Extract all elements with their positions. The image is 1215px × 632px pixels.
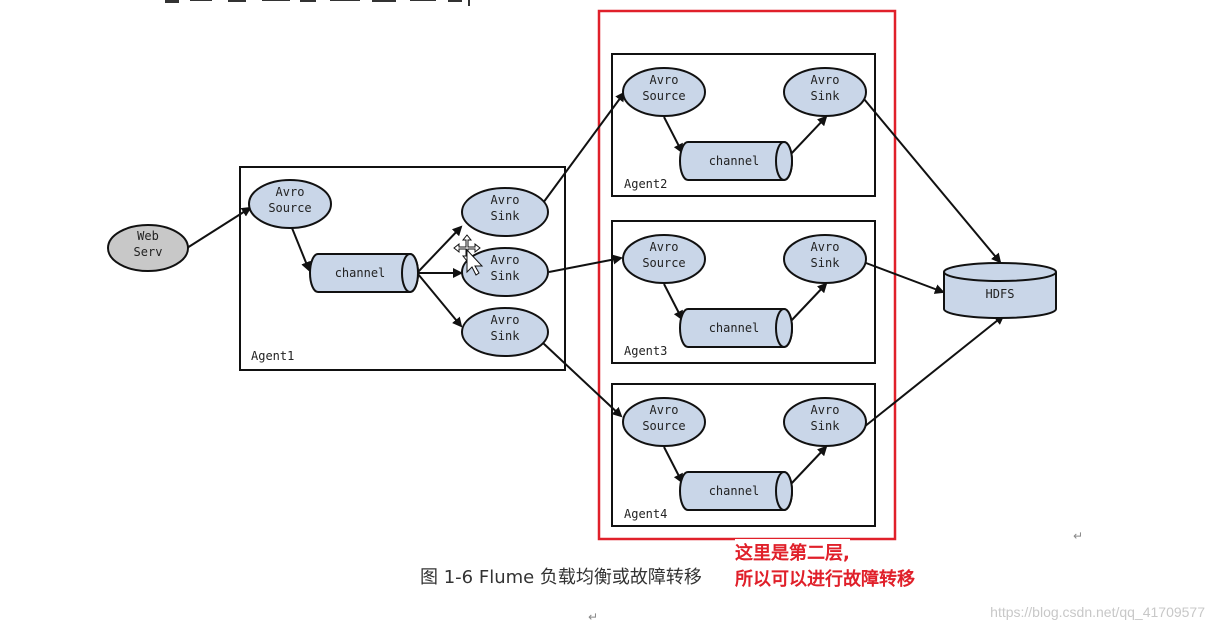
clipped-heading-fragment [165, 0, 470, 6]
paragraph-mark-bottom: ↵ [588, 610, 598, 624]
watermark: https://blog.csdn.net/qq_41709577 [990, 604, 1205, 620]
hdfs-node: HDFS [943, 262, 1057, 319]
annotation-line-1: 这里是第二层, [735, 539, 850, 565]
agent3-channel-node: channel [679, 308, 793, 348]
agent1-channel-node: channel [309, 253, 419, 293]
hdfs-label: HDFS [986, 287, 1015, 301]
paragraph-mark-right: ↵ [1073, 529, 1083, 543]
agent1-channel-label: channel [335, 266, 386, 280]
agent3-box [611, 220, 876, 364]
agent4-channel-label: channel [709, 484, 760, 498]
agent2-channel-node: channel [679, 141, 793, 181]
agent2-label: Agent2 [624, 177, 667, 191]
agent2-box [611, 53, 876, 197]
annotation-line-2: 所以可以进行故障转移 [735, 565, 915, 591]
agent1-label: Agent1 [251, 349, 294, 363]
move-cursor-icon [453, 234, 484, 276]
agent4-box [611, 383, 876, 527]
agent4-label: Agent4 [624, 507, 667, 521]
agent4-channel-node: channel [679, 471, 793, 511]
agent2-channel-label: channel [709, 154, 760, 168]
agent3-channel-label: channel [709, 321, 760, 335]
agent3-label: Agent3 [624, 344, 667, 358]
figure-caption: 图 1-6 Flume 负载均衡或故障转移 [420, 567, 702, 588]
edges [186, 91, 1005, 486]
